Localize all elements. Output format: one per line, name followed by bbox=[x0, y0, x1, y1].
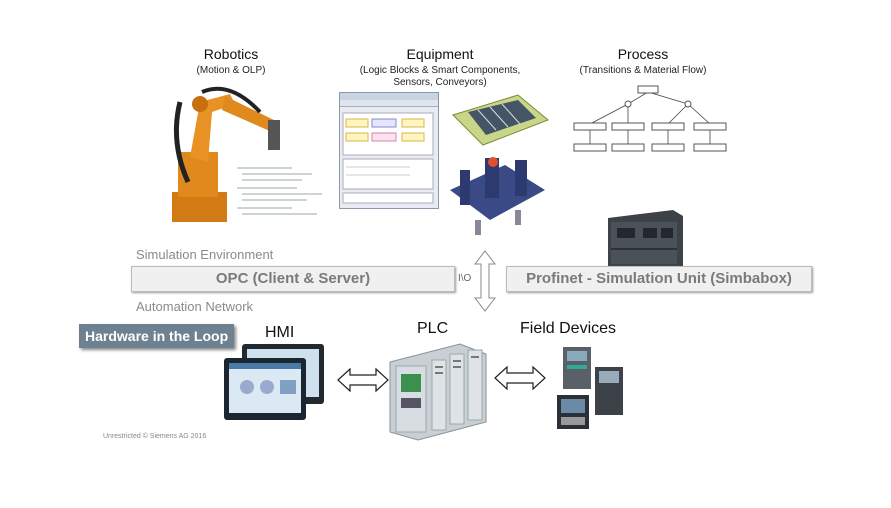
io-vertical-double-arrow-icon bbox=[474, 250, 496, 312]
copyright-footer: Unrestricted © Siemens AG 2016 bbox=[103, 433, 207, 440]
conveyor-image bbox=[452, 94, 549, 146]
simbabox-device-image bbox=[608, 210, 683, 268]
plc-image bbox=[389, 343, 487, 441]
plc-label: PLC bbox=[417, 320, 449, 337]
equipment-title: Equipment bbox=[406, 46, 474, 62]
automation-network-label: Automation Network bbox=[136, 299, 254, 314]
field-devices-label: Field Devices bbox=[520, 320, 617, 337]
equipment-subtitle-2: Sensors, Conveyors) bbox=[393, 77, 487, 88]
fixture-image bbox=[450, 157, 545, 235]
profinet-bar: Profinet - Simulation Unit (Simbabox) bbox=[506, 266, 812, 292]
simulation-environment-label: Simulation Environment bbox=[136, 247, 274, 262]
robotics-title: Robotics bbox=[203, 46, 259, 62]
equipment-subtitle-1: (Logic Blocks & Smart Components, bbox=[359, 65, 521, 76]
robotics-subtitle: (Motion & OLP) bbox=[196, 65, 266, 76]
hmi-plc-double-arrow-icon bbox=[337, 367, 389, 393]
hardware-in-the-loop-label: Hardware in the Loop bbox=[79, 324, 235, 348]
hmi-panel-image bbox=[224, 344, 324, 420]
process-flow-diagram bbox=[573, 85, 727, 152]
field-devices-image bbox=[557, 347, 623, 429]
robot-arm-image bbox=[172, 86, 280, 222]
process-title: Process bbox=[617, 46, 669, 62]
logic-block-window bbox=[339, 92, 439, 209]
io-label: I\O bbox=[458, 273, 472, 284]
process-subtitle: (Transitions & Material Flow) bbox=[579, 65, 707, 76]
plc-field-double-arrow-icon bbox=[494, 365, 546, 391]
code-snippet-image bbox=[232, 162, 332, 222]
hmi-label: HMI bbox=[265, 324, 295, 341]
opc-bar: OPC (Client & Server) bbox=[131, 266, 455, 292]
